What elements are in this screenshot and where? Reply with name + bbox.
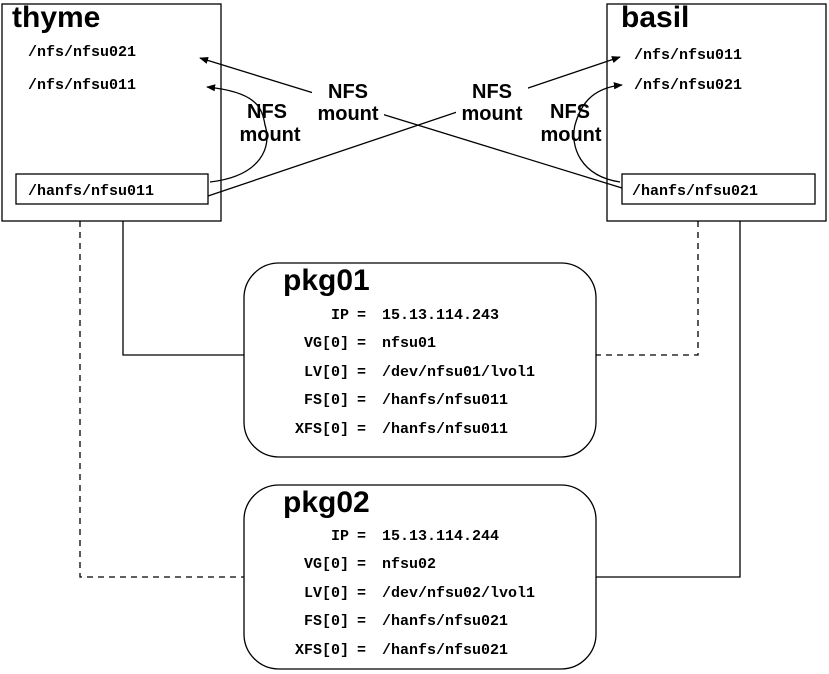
attr-equals: =: [357, 335, 366, 352]
label-nfs: NFS: [550, 101, 590, 123]
attr-equals: =: [357, 392, 366, 409]
attr-key: XFS[0]: [295, 642, 349, 659]
connector-thyme-pkg02-standby: [79, 221, 244, 578]
attr-equals: =: [357, 364, 366, 381]
package-pkg02: pkg02 IP = 15.13.114.244 VG[0] = nfsu02 …: [243, 484, 597, 670]
attr-value: /hanfs/nfsu021: [382, 642, 508, 659]
label-mount: mount: [540, 124, 601, 146]
attr-value: /hanfs/nfsu011: [382, 421, 508, 438]
label-nfs: NFS: [247, 101, 287, 123]
arrow-basil-to-thyme-mount: [199, 56, 623, 189]
package-pkg01-name: pkg01: [283, 264, 370, 297]
attr-value: /hanfs/nfsu011: [382, 392, 508, 409]
package-pkg01-box: [243, 262, 597, 458]
label-nfs: NFS: [328, 81, 368, 103]
package-pkg01-attrs: IP = 15.13.114.243 VG[0] = nfsu01 LV[0] …: [295, 307, 535, 438]
thyme-export-path: /hanfs/nfsu011: [28, 183, 154, 200]
attr-key: LV[0]: [304, 585, 349, 602]
package-pkg02-box: [243, 484, 597, 670]
basil-mount-path: /nfs/nfsu011: [634, 47, 742, 64]
attr-value: 15.13.114.244: [382, 528, 499, 545]
attr-key: FS[0]: [304, 392, 349, 409]
attr-value: nfsu01: [382, 335, 436, 352]
attr-equals: =: [357, 556, 366, 573]
label-bg: [312, 82, 384, 124]
thyme-export-box: [15, 173, 209, 205]
attr-equals: =: [357, 642, 366, 659]
attr-value: /hanfs/nfsu021: [382, 613, 508, 630]
label-bg: [456, 82, 528, 124]
host-basil-name: basil: [621, 1, 689, 34]
package-pkg02-attrs: IP = 15.13.114.244 VG[0] = nfsu02 LV[0] …: [295, 528, 535, 659]
label-mount: mount: [461, 103, 522, 125]
attr-key: IP: [331, 307, 349, 324]
package-pkg02-name: pkg02: [283, 486, 370, 519]
thyme-mount-path: /nfs/nfsu011: [28, 77, 136, 94]
arrow-basil-local-mount: [573, 82, 623, 183]
attr-key: FS[0]: [304, 613, 349, 630]
attr-equals: =: [357, 307, 366, 324]
connector-basil-pkg02: [596, 221, 741, 578]
arrow-thyme-to-basil-mount: [207, 56, 621, 197]
label-nfs: NFS: [472, 81, 512, 103]
attr-key: IP: [331, 528, 349, 545]
thyme-mount-path: /nfs/nfsu021: [28, 44, 136, 61]
label-mount: mount: [317, 103, 378, 125]
connector-thyme-pkg01: [122, 221, 244, 356]
host-basil: basil /nfs/nfsu011 /nfs/nfsu021 /hanfs/n…: [606, 1, 827, 222]
basil-mount-path: /nfs/nfsu021: [634, 77, 742, 94]
attr-value: /dev/nfsu01/lvol1: [382, 364, 535, 381]
attr-value: nfsu02: [382, 556, 436, 573]
host-thyme-name: thyme: [12, 1, 100, 34]
host-thyme: thyme /nfs/nfsu021 /nfs/nfsu011 /hanfs/n…: [1, 1, 222, 222]
attr-key: VG[0]: [304, 335, 349, 352]
attr-equals: =: [357, 613, 366, 630]
attr-key: LV[0]: [304, 364, 349, 381]
basil-export-path: /hanfs/nfsu021: [632, 183, 758, 200]
attr-equals: =: [357, 585, 366, 602]
arrow-thyme-local-mount: [206, 84, 268, 183]
attr-key: XFS[0]: [295, 421, 349, 438]
attr-key: VG[0]: [304, 556, 349, 573]
basil-export-box: [621, 173, 816, 205]
label-mount: mount: [239, 124, 300, 146]
package-pkg01: pkg01 IP = 15.13.114.243 VG[0] = nfsu01 …: [243, 262, 597, 458]
attr-value: 15.13.114.243: [382, 307, 499, 324]
attr-equals: =: [357, 421, 366, 438]
attr-value: /dev/nfsu02/lvol1: [382, 585, 535, 602]
attr-equals: =: [357, 528, 366, 545]
connector-basil-pkg01-standby: [596, 221, 699, 356]
